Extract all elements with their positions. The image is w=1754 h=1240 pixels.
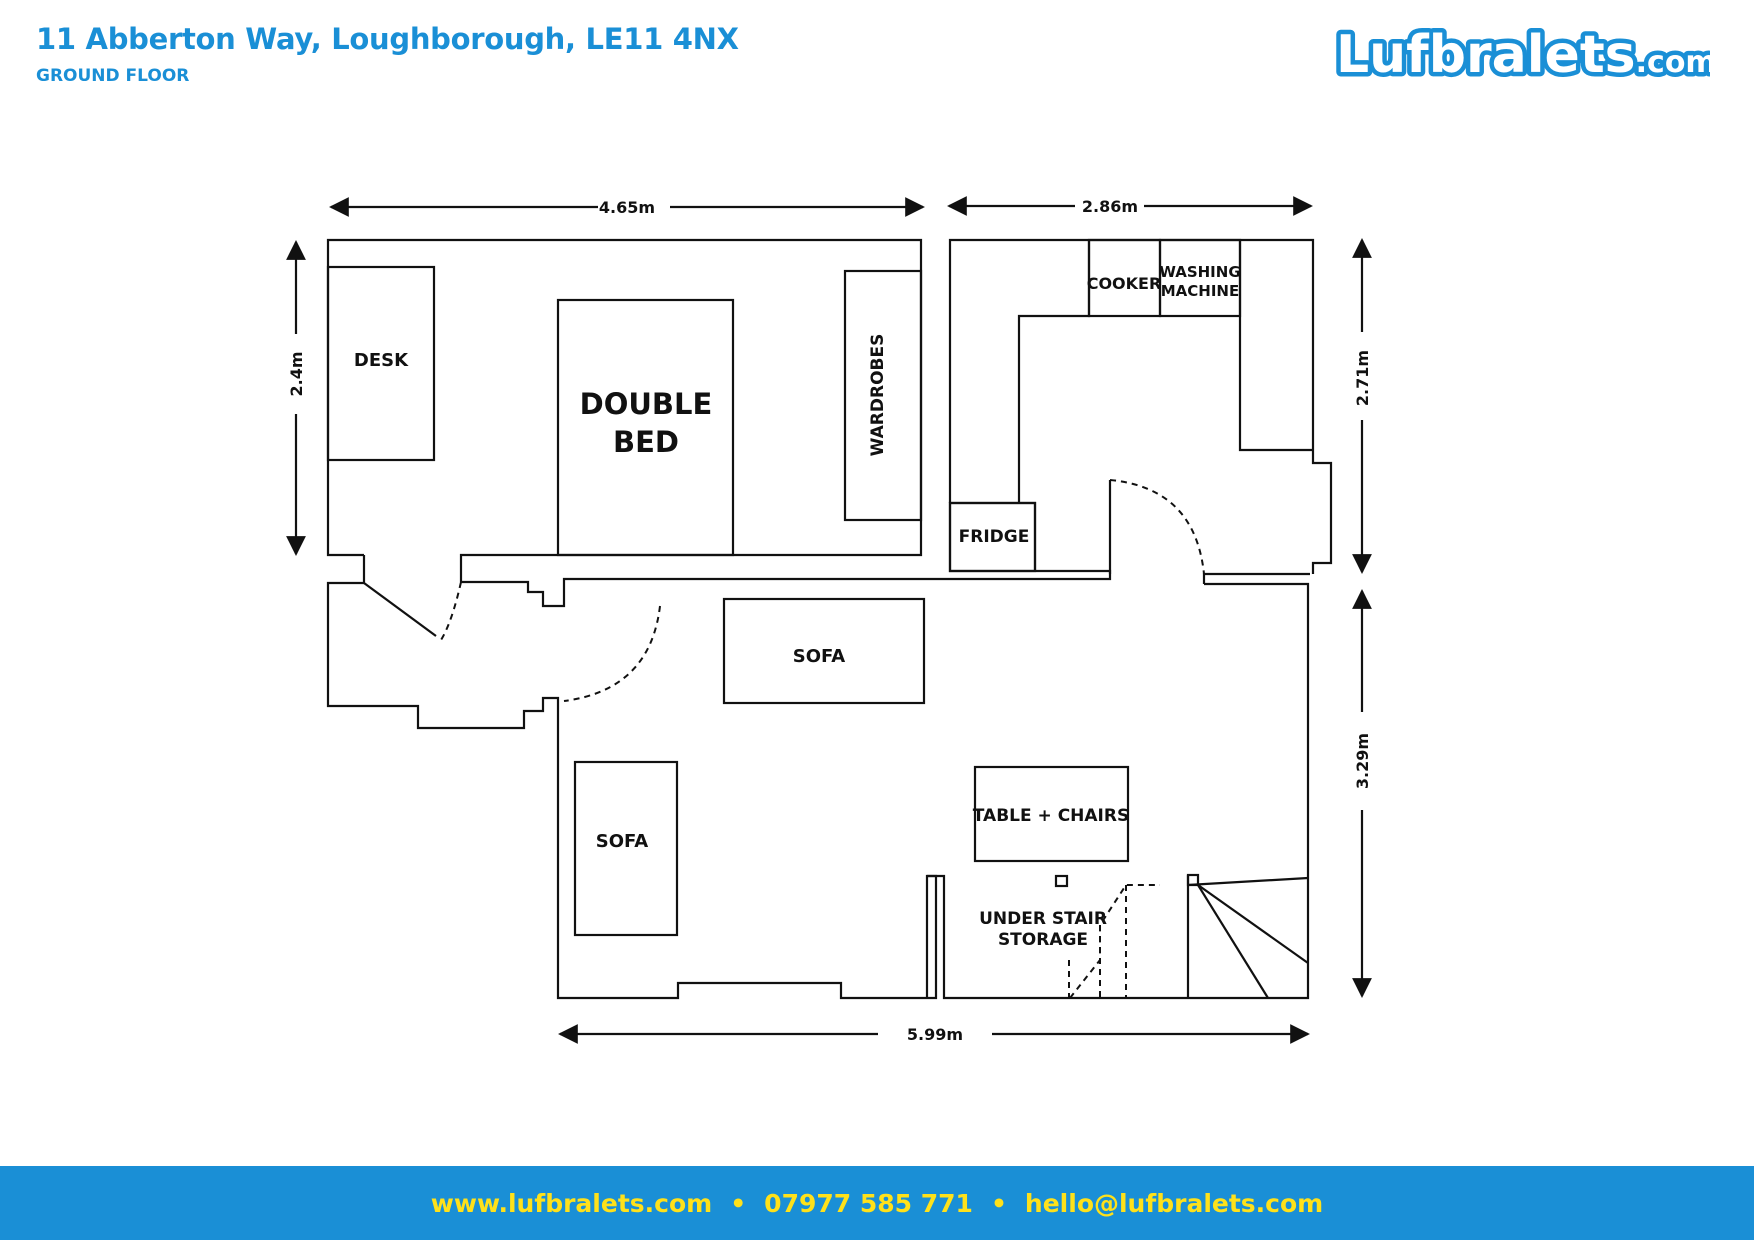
desk xyxy=(326,265,436,462)
dim-left: 2.4m xyxy=(287,351,306,396)
bedroom-outline xyxy=(326,238,923,582)
kitchen-outline xyxy=(948,238,1333,574)
footer-separator: • xyxy=(730,1188,747,1218)
table-and-chairs xyxy=(973,765,1130,863)
lufbralets-logo: Lufbralets.com Lufbralets.com xyxy=(1332,21,1711,89)
walls xyxy=(326,238,1333,1000)
label-sofa-top: SOFA xyxy=(793,646,845,667)
dimension-labels: 4.65m 2.86m 2.4m 2.71m 3.29m 5.99m xyxy=(287,197,1372,1044)
dim-top-right: 2.86m xyxy=(1082,197,1138,216)
logo-text: Lufbralets.com xyxy=(1336,25,1710,85)
footer-website-link[interactable]: www.lufbralets.com xyxy=(430,1188,713,1218)
front-door-swing xyxy=(440,581,462,641)
label-bed-1: DOUBLE xyxy=(580,387,713,421)
property-address: 11 Abberton Way, Loughborough, LE11 4NX xyxy=(36,22,739,56)
front-door-leaf xyxy=(363,582,437,637)
dim-right-upper: 2.71m xyxy=(1353,350,1372,406)
living-door-jamb xyxy=(1202,572,1310,584)
storage-marker xyxy=(1054,874,1069,888)
label-wardrobes: WARDROBES xyxy=(868,334,888,457)
label-fridge: FRIDGE xyxy=(959,527,1030,547)
double-bed xyxy=(556,298,735,557)
label-washing-1: WASHING xyxy=(1159,263,1240,281)
footer-email-link[interactable]: hello@lufbralets.com xyxy=(1024,1188,1324,1218)
stair-newel xyxy=(1186,873,1200,887)
label-washing-2: MACHINE xyxy=(1161,282,1239,300)
living-room-right-wall xyxy=(925,582,1310,1000)
floor-label: GROUND FLOOR xyxy=(36,66,190,86)
label-cooker: COOKER xyxy=(1087,274,1162,293)
label-storage-1: UNDER STAIR xyxy=(979,909,1107,929)
dimension-arrows xyxy=(286,196,1372,1044)
stair-outline xyxy=(1187,876,1309,887)
dim-right-lower: 3.29m xyxy=(1353,733,1372,789)
hall-door-swing xyxy=(563,605,661,702)
label-bed-2: BED xyxy=(613,425,679,459)
sofa-left xyxy=(573,760,679,937)
footer-bar: www.lufbralets.com • 07977 585 771 • hel… xyxy=(0,1166,1754,1240)
dashed-elements xyxy=(440,244,1241,999)
footer-phone-link[interactable]: 07977 585 771 xyxy=(764,1188,973,1218)
floor-plan: 4.65m 2.86m 2.4m 2.71m 3.29m 5.99m DESK … xyxy=(286,196,1372,1044)
footer-separator: • xyxy=(990,1188,1007,1218)
sofa-top xyxy=(722,597,926,705)
room-labels: DESK DOUBLE BED WARDROBES COOKER WASHING… xyxy=(354,263,1241,950)
label-table: TABLE + CHAIRS xyxy=(973,806,1129,826)
stair-winder-2 xyxy=(1197,884,1269,999)
wardrobes xyxy=(843,269,923,522)
label-storage-2: STORAGE xyxy=(998,930,1088,950)
kitchen-inner-counter xyxy=(1017,240,1091,503)
label-sofa-left: SOFA xyxy=(596,831,648,852)
furniture xyxy=(326,265,1309,999)
dim-bottom: 5.99m xyxy=(907,1025,963,1044)
label-desk: DESK xyxy=(354,350,409,371)
porch-outline xyxy=(326,555,938,1000)
kitchen-door-swing xyxy=(1109,479,1205,575)
fridge xyxy=(948,501,1037,573)
dim-top-left: 4.65m xyxy=(599,198,655,217)
kitchen-right-counter xyxy=(1238,240,1313,452)
stair-winder-1 xyxy=(1197,884,1309,964)
